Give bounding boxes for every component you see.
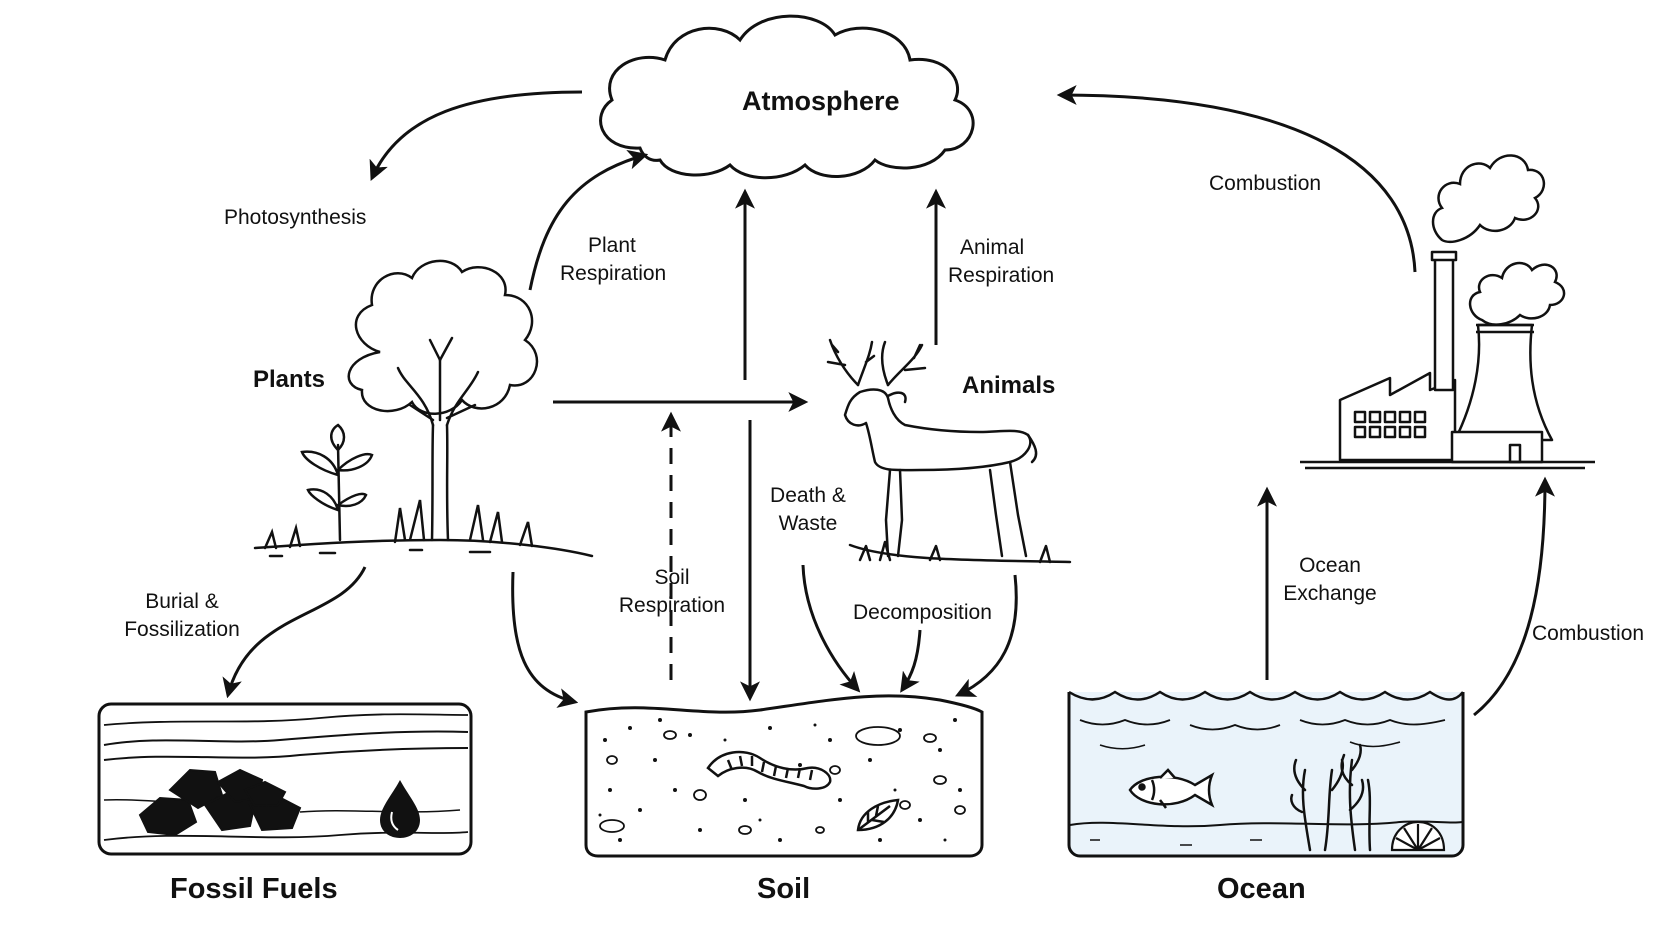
fish-icon [1128, 768, 1215, 809]
burial-label: Burial & Fossilization [112, 588, 252, 644]
ocean-exchange-line1: Ocean [1299, 554, 1361, 577]
death-waste-label: Death & Waste [768, 482, 848, 538]
soil-respiration-line1: Soil [654, 566, 690, 589]
burial-line1: Burial & [145, 590, 219, 613]
seaweed-icon [1290, 743, 1372, 852]
arrow-combustion-right [1473, 476, 1555, 717]
arrow-plant-respiration [528, 149, 649, 291]
animal-respiration-line2: Respiration [948, 264, 1055, 287]
decomposition-label: Decomposition [853, 601, 992, 624]
soil-title: Soil [757, 873, 811, 905]
factory-icon [1338, 250, 1458, 462]
animal-respiration-line1: Animal [960, 236, 1025, 259]
arrow-death-waste [801, 564, 861, 693]
fossil-fuels-title: Fossil Fuels [170, 873, 338, 905]
oil-drop-icon [380, 780, 420, 838]
arrow-combustion-top [1056, 85, 1417, 273]
leaf-icon [856, 798, 900, 832]
burial-line2: Fossilization [124, 618, 240, 641]
soil-respiration-line2: Respiration [618, 594, 726, 617]
death-waste-line1: Death & [770, 484, 846, 507]
cooling-tower-icon [1300, 323, 1595, 470]
coal-icon [138, 768, 302, 837]
smoke-icon [1431, 154, 1566, 326]
plants-title: Plants [253, 366, 326, 393]
soil-respiration-label: Soil Respiration [612, 564, 732, 620]
death-waste-line2: Waste [778, 512, 838, 535]
arrow-animals-soil [954, 574, 1018, 697]
combustion-right-label: Combustion [1532, 622, 1645, 645]
ocean-title: Ocean [1217, 873, 1306, 905]
plant-respiration-label: Plant Respiration [560, 232, 666, 288]
plant-respiration-line2: Respiration [560, 262, 667, 285]
plant-respiration-line1: Plant [588, 234, 636, 257]
arrow-photosynthesis [369, 90, 583, 182]
worm-icon [706, 750, 832, 790]
seedling-icon [300, 423, 374, 542]
shell-icon [1390, 820, 1446, 852]
atmosphere-title: Atmosphere [742, 86, 900, 116]
soil-box [584, 694, 984, 858]
animal-respiration-label: Animal Respiration [948, 234, 1054, 290]
ocean-exchange-line2: Exchange [1283, 582, 1377, 605]
deer-icon [826, 338, 1072, 564]
cloud-icon [599, 14, 975, 180]
arrow-plants-soil [511, 571, 579, 708]
combustion-top-label: Combustion [1209, 172, 1322, 195]
ocean-box [1067, 690, 1465, 858]
photosynthesis-label: Photosynthesis [224, 206, 367, 229]
arrow-decomposition [900, 629, 922, 693]
arrow-burial [222, 566, 367, 699]
fossil-fuels-box [97, 702, 473, 856]
animals-title: Animals [962, 372, 1056, 399]
ocean-exchange-label: Ocean Exchange [1275, 552, 1385, 608]
tree-icon [253, 259, 594, 558]
